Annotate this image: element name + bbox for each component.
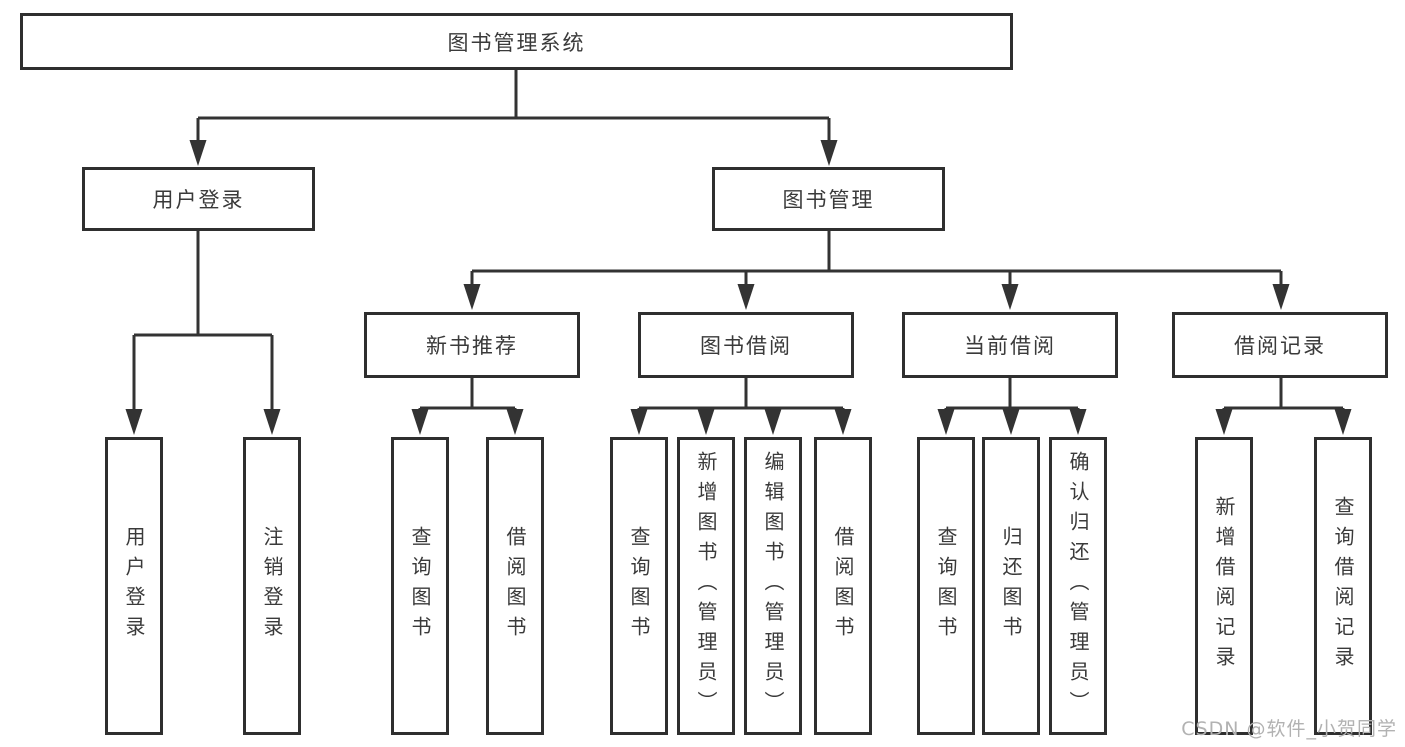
node-new-book-recommend: 新书推荐 [364,312,580,378]
leaf-borrow-edit-books-admin: 编辑图书（管理员） [744,437,802,735]
leaf-records-add-record: 新增借阅记录 [1195,437,1253,735]
leaf-borrow-borrow-books: 借阅图书 [814,437,872,735]
node-book-borrow: 图书借阅 [638,312,854,378]
leaf-records-add-record-label: 新增借阅记录 [1212,496,1236,676]
arrowhead-icon [125,409,143,435]
arrowhead-icon [1001,284,1019,310]
arrowhead-icon [506,409,524,435]
leaf-borrow-query-books: 查询图书 [610,437,668,735]
leaf-current-query-books-label: 查询图书 [934,526,958,646]
arrowhead-icon [1215,409,1233,435]
node-book-management-label: 图书管理 [782,188,875,212]
leaf-borrow-add-books-admin: 新增图书（管理员） [677,437,735,735]
leaf-logout-label: 注销登录 [260,526,284,646]
leaf-user-login-label: 用户登录 [122,526,146,646]
node-current-borrow-label: 当前借阅 [964,334,1056,358]
arrowhead-icon [937,409,955,435]
arrowhead-icon [411,409,429,435]
node-new-book-recommend-label: 新书推荐 [426,334,518,358]
leaf-borrow-add-books-admin-label: 新增图书（管理员） [694,451,718,721]
arrowhead-icon [263,409,281,435]
node-current-borrow: 当前借阅 [902,312,1118,378]
arrowhead-icon [697,409,715,435]
node-root-label: 图书管理系统 [447,30,586,55]
arrowhead-icon [1272,284,1290,310]
node-borrow-records: 借阅记录 [1172,312,1388,378]
node-user-login-label: 用户登录 [152,188,245,212]
node-book-borrow-label: 图书借阅 [700,334,792,358]
leaf-borrow-borrow-books-label: 借阅图书 [831,526,855,646]
leaf-borrow-edit-books-admin-label: 编辑图书（管理员） [761,451,785,721]
arrowhead-icon [820,140,838,166]
node-root: 图书管理系统 [20,13,1013,70]
node-borrow-records-label: 借阅记录 [1234,334,1326,358]
arrowhead-icon [834,409,852,435]
leaf-recommend-query-books-label: 查询图书 [408,526,432,646]
leaf-current-confirm-return-admin-label: 确认归还（管理员） [1066,451,1090,721]
arrowhead-icon [463,284,481,310]
leaf-user-login: 用户登录 [105,437,163,735]
arrowhead-icon [1069,409,1087,435]
arrowhead-icon [189,140,207,166]
leaf-records-query-record-label: 查询借阅记录 [1331,496,1355,676]
arrowhead-icon [764,409,782,435]
arrowhead-icon [1334,409,1352,435]
leaf-current-query-books: 查询图书 [917,437,975,735]
leaf-recommend-borrow-books: 借阅图书 [486,437,544,735]
arrowhead-icon [1002,409,1020,435]
watermark: CSDN @软件_小贺同学 [1181,718,1397,740]
leaf-logout: 注销登录 [243,437,301,735]
node-user-login: 用户登录 [82,167,315,231]
leaf-recommend-query-books: 查询图书 [391,437,449,735]
arrowhead-icon [630,409,648,435]
arrowhead-icon [737,284,755,310]
node-book-management: 图书管理 [712,167,945,231]
leaf-current-return-books: 归还图书 [982,437,1040,735]
leaf-current-return-books-label: 归还图书 [999,526,1023,646]
leaf-recommend-borrow-books-label: 借阅图书 [503,526,527,646]
leaf-current-confirm-return-admin: 确认归还（管理员） [1049,437,1107,735]
leaf-borrow-query-books-label: 查询图书 [627,526,651,646]
leaf-records-query-record: 查询借阅记录 [1314,437,1372,735]
